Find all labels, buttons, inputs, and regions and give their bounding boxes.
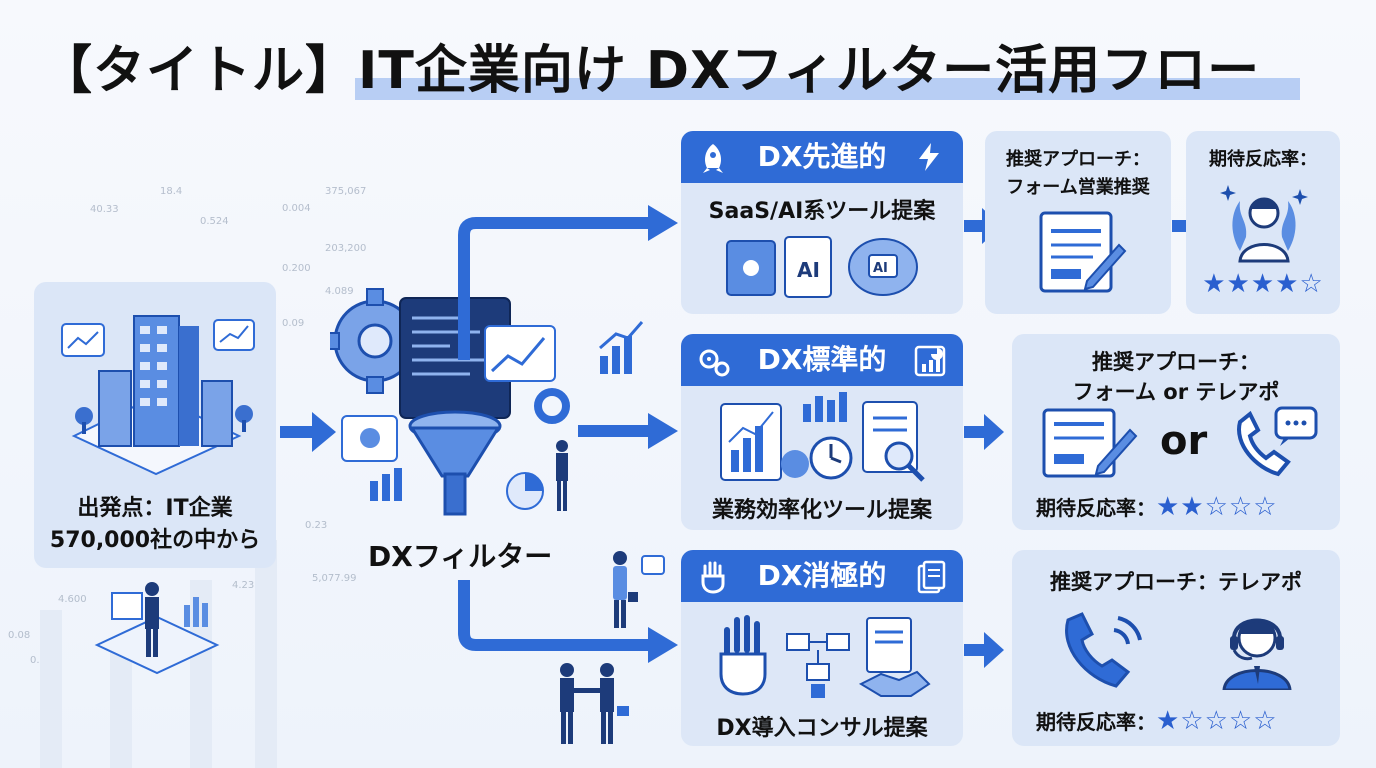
proposal-text-standard: 業務効率化ツール提案 [711, 498, 932, 523]
bg-number: 0.524 [200, 216, 229, 227]
chart-report-icon [914, 345, 946, 377]
approach-line1-advanced: 推奨アプローチ： [1006, 149, 1150, 170]
response-label-advanced: 期待反応率： [1209, 149, 1317, 170]
start-panel: 出発点：IT企業 570,000社の中から [34, 282, 276, 568]
businesswoman-icon [613, 551, 665, 628]
approach-panel-standard: 推奨アプローチ： フォーム or テレアポ or 期待反応率：★★☆☆☆ [1012, 334, 1340, 530]
rating-stars-passive: ★☆☆☆☆ [1156, 706, 1278, 736]
approach-panel-advanced: 推奨アプローチ： フォーム営業推奨 [985, 131, 1171, 314]
dx-consulting-icon [719, 615, 931, 698]
lightning-icon [919, 143, 939, 171]
gears-icon [699, 349, 730, 377]
approach-line1-standard: 推奨アプローチ： [1092, 350, 1260, 374]
ai-brain-text: AI [873, 261, 888, 276]
category-panel-standard: DX標準的 業務効率化ツール提案 [681, 334, 963, 530]
bg-number: 4.089 [325, 286, 354, 297]
response-label-standard: 期待反応率： [1036, 496, 1156, 520]
proposal-text-advanced: SaaS/AI系ツール提案 [708, 199, 936, 224]
approach-line2-advanced: フォーム営業推奨 [1006, 177, 1150, 198]
bg-number: 375,067 [325, 186, 367, 197]
approach-panel-passive: 推奨アプローチ：テレアポ 期待反応率：★☆☆☆☆ [1012, 550, 1340, 746]
arrow-right-icon [964, 414, 1004, 450]
bg-number: 203,200 [325, 243, 367, 254]
category-panel-passive: DX消極的 DX導入コンサル提案 [681, 550, 963, 746]
category-header-advanced: DX先進的 [681, 131, 963, 183]
response-panel-advanced: 期待反応率： ★★★★☆ [1186, 131, 1340, 314]
category-header-passive: DX消極的 [681, 550, 963, 602]
bg-number: 18.4 [160, 186, 183, 197]
rating-stars-standard: ★★☆☆☆ [1156, 492, 1278, 522]
excited-person-icon [1220, 185, 1308, 263]
office-building-icon [61, 315, 255, 476]
web-form-pen-icon [1042, 408, 1138, 478]
businessman-presenting-icon [94, 582, 220, 675]
arrow-right-icon [280, 412, 336, 452]
category-header-text: DX消極的 [757, 559, 887, 592]
hand-stop-icon [701, 561, 725, 594]
approach-line1-passive: 推奨アプローチ：テレアポ [1050, 570, 1302, 594]
arrow-right-icon [964, 632, 1004, 668]
proposal-text-passive: DX導入コンサル提案 [716, 716, 928, 741]
call-center-operator-icon [1222, 618, 1292, 690]
bg-number: 0.200 [282, 263, 311, 274]
efficiency-tools-icon [720, 392, 925, 482]
bg-number: 5,077.99 [312, 573, 357, 584]
dx-filter-funnel-icon [330, 288, 570, 516]
rocket-icon [703, 144, 723, 173]
bg-number: 0.23 [305, 520, 328, 531]
rating-stars-advanced: ★★★★☆ [1202, 269, 1324, 299]
start-label-line2: 570,000社の中から [49, 528, 261, 553]
branch-arrows [458, 205, 678, 663]
bg-number: 40.33 [90, 204, 119, 215]
category-header-text: DX標準的 [757, 343, 887, 376]
filter-label: DXフィルター [368, 540, 553, 573]
category-panel-advanced: DX先進的 SaaS/AI系ツール提案 AI AI [681, 131, 963, 314]
bg-number: 0.09 [282, 318, 305, 329]
ai-doc-text: AI [797, 258, 820, 282]
bg-number: 4.600 [58, 594, 87, 605]
start-label-line1: 出発点：IT企業 [77, 496, 233, 521]
phone-ringing-icon [1065, 612, 1142, 688]
bg-number: 4.23 [232, 580, 255, 591]
category-header-standard: DX標準的 [681, 334, 963, 386]
response-label-passive: 期待反応率： [1036, 710, 1156, 734]
approach-line2-standard: フォーム or テレアポ [1072, 380, 1280, 404]
title-underline [355, 78, 1300, 100]
saas-ai-tools-icon: AI AI [726, 236, 918, 298]
response-row-standard: 期待反応率：★★☆☆☆ [1036, 492, 1278, 522]
handshake-people-icon [560, 663, 629, 744]
or-text: or [1160, 418, 1208, 464]
page-title: 【タイトル】IT企業向け DXフィルター活用フロー [40, 41, 1261, 101]
growth-chart-icon [599, 321, 644, 374]
phone-chat-icon [1237, 406, 1318, 477]
bg-number: 0.08 [8, 630, 31, 641]
response-row-passive: 期待反応率：★☆☆☆☆ [1036, 706, 1278, 736]
bg-number: 0.004 [282, 203, 311, 214]
web-form-pen-icon [1039, 211, 1127, 293]
documents-icon [917, 560, 946, 594]
category-header-text: DX先進的 [757, 140, 887, 173]
